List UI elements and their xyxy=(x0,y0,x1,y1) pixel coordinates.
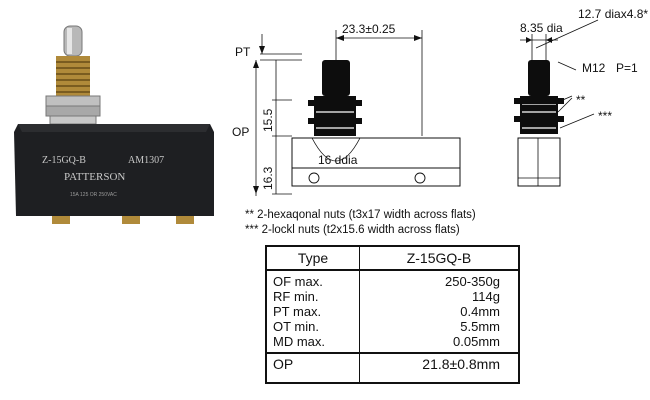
pitch-label: P=1 xyxy=(616,61,638,75)
photo-part: AM1307 xyxy=(128,155,164,166)
width-dimension: 23.3±0.25 xyxy=(342,22,396,36)
dimension-15-5: 15.5 xyxy=(261,108,275,132)
cap-dia-label: 12.7 diax4.8* xyxy=(578,7,648,21)
spec-value: 0.05mm xyxy=(453,334,500,349)
op-label: OP xyxy=(232,125,249,139)
spec-value: 0.4mm xyxy=(460,304,500,319)
hex-nut-marker: ** xyxy=(576,93,586,107)
dimension-16-3: 16.3 xyxy=(261,166,275,190)
type-value: Z-15GQ-B xyxy=(359,246,519,271)
spec-value: 114g xyxy=(472,289,500,304)
spec-keys-cell: OF max. RF min. PT max. OT min. MD max. xyxy=(266,270,360,354)
spec-value: 5.5mm xyxy=(460,319,500,334)
type-label: Type xyxy=(266,246,360,271)
spec-table: Type Z-15GQ-B OF max. RF min. PT max. OT… xyxy=(265,245,520,384)
spec-key: OT min. xyxy=(273,319,319,334)
op-row-label: OP xyxy=(266,353,360,383)
footnotes: ** 2-hexaqonal nuts (t3x17 width across … xyxy=(245,208,476,238)
lock-nut-note: *** 2-lockl nuts (t2x15.6 width across f… xyxy=(245,224,460,236)
roller-dia-label: 16 ddia xyxy=(318,153,358,167)
hex-nut-note: ** 2-hexaqonal nuts (t3x17 width across … xyxy=(245,209,476,221)
op-row-value: 21.8±0.8mm xyxy=(422,356,500,372)
plunger-dia-label: 8.35 dia xyxy=(520,21,563,35)
spec-key: PT max. xyxy=(273,304,322,319)
switch-photo: Z-15GQ-B AM1307 PATTERSON 15A 125 OR 250… xyxy=(14,25,214,224)
spec-values-row: OF max. RF min. PT max. OT min. MD max. … xyxy=(266,270,519,354)
op-row: OP 21.8±0.8mm xyxy=(266,353,519,383)
pt-label: PT xyxy=(235,45,251,59)
photo-model: Z-15GQ-B xyxy=(42,155,86,166)
spec-values-cell: 250-350g 114g 0.4mm 5.5mm 0.05mm xyxy=(359,270,519,354)
spec-key: RF min. xyxy=(273,289,319,304)
photo-rating: 15A 125 OR 250VAC xyxy=(70,192,117,198)
dimension-drawing: PT OP 23.3±0.25 15.5 16.3 16 ddia 12.7 d… xyxy=(232,7,648,196)
photo-brand: PATTERSON xyxy=(64,171,125,183)
thread-label: M12 xyxy=(582,61,606,75)
spec-value: 250-350g xyxy=(445,274,500,289)
spec-key: OF max. xyxy=(273,274,323,289)
spec-header-row: Type Z-15GQ-B xyxy=(266,246,519,271)
spec-key: MD max. xyxy=(273,334,325,349)
lock-nut-marker: *** xyxy=(598,109,612,123)
